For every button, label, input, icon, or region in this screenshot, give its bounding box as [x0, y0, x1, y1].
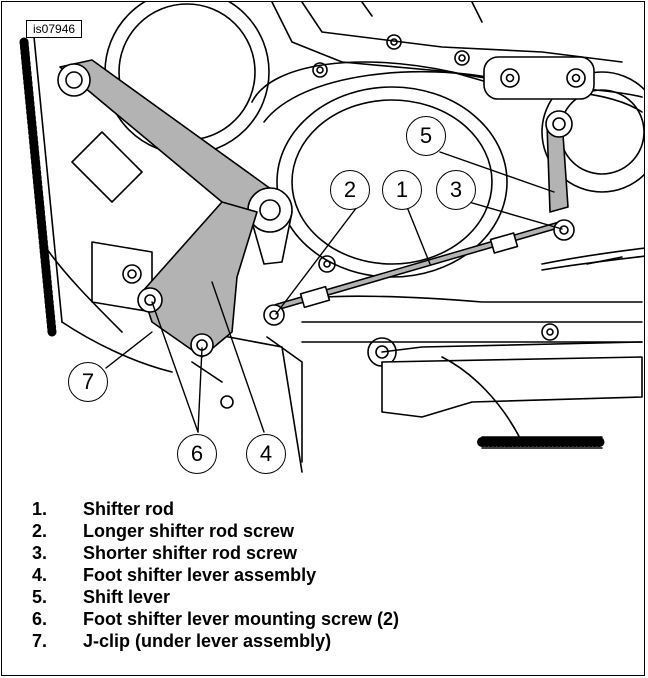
legend-item: 7. J-clip (under lever assembly) [32, 630, 399, 652]
callout-6: 6 [177, 434, 217, 474]
legend-number: 3. [32, 542, 48, 563]
legend-text: J-clip (under lever assembly) [83, 630, 332, 651]
legend-number: 1. [32, 498, 48, 519]
legend-text: Foot shifter lever assembly [83, 564, 317, 585]
callout-4: 4 [246, 434, 286, 474]
leader-lines [105, 151, 563, 433]
legend-item: 3. Shorter shifter rod screw [32, 542, 399, 564]
legend-number: 2. [32, 520, 48, 541]
legend-number: 4. [32, 564, 48, 585]
foot-shifter-lever-assembly [137, 201, 258, 358]
legend-item: 4. Foot shifter lever assembly [32, 564, 399, 586]
legend-item: 6. Foot shifter lever mounting screw (2) [32, 608, 399, 630]
legend-item: 5. Shift lever [32, 586, 399, 608]
legend-text: Shifter rod [83, 498, 175, 519]
motorcycle-shifter-illustration [19, 2, 644, 473]
figure-id-label: is07946 [26, 20, 83, 38]
legend-text: Foot shifter lever mounting screw (2) [83, 608, 400, 629]
callout-5: 5 [406, 116, 446, 156]
legend-text: Longer shifter rod screw [83, 520, 295, 541]
legend-item: 2. Longer shifter rod screw [32, 520, 399, 542]
legend-number: 6. [32, 608, 48, 629]
parts-legend: 1. Shifter rod 2. Longer shifter rod screw… [32, 498, 399, 652]
legend-number: 7. [32, 630, 48, 651]
shifter-rod [273, 220, 566, 311]
legend-item: 1. Shifter rod [32, 498, 399, 520]
callout-3: 3 [436, 170, 476, 210]
callout-7: 7 [68, 362, 108, 402]
legend-number: 5. [32, 586, 48, 607]
callout-2: 2 [330, 170, 370, 210]
shift-lever [545, 110, 573, 213]
legend-text: Shift lever [83, 586, 171, 607]
heel-shifter-arm [57, 59, 293, 265]
legend-text: Shorter shifter rod screw [83, 542, 298, 563]
callout-1: 1 [382, 170, 422, 210]
